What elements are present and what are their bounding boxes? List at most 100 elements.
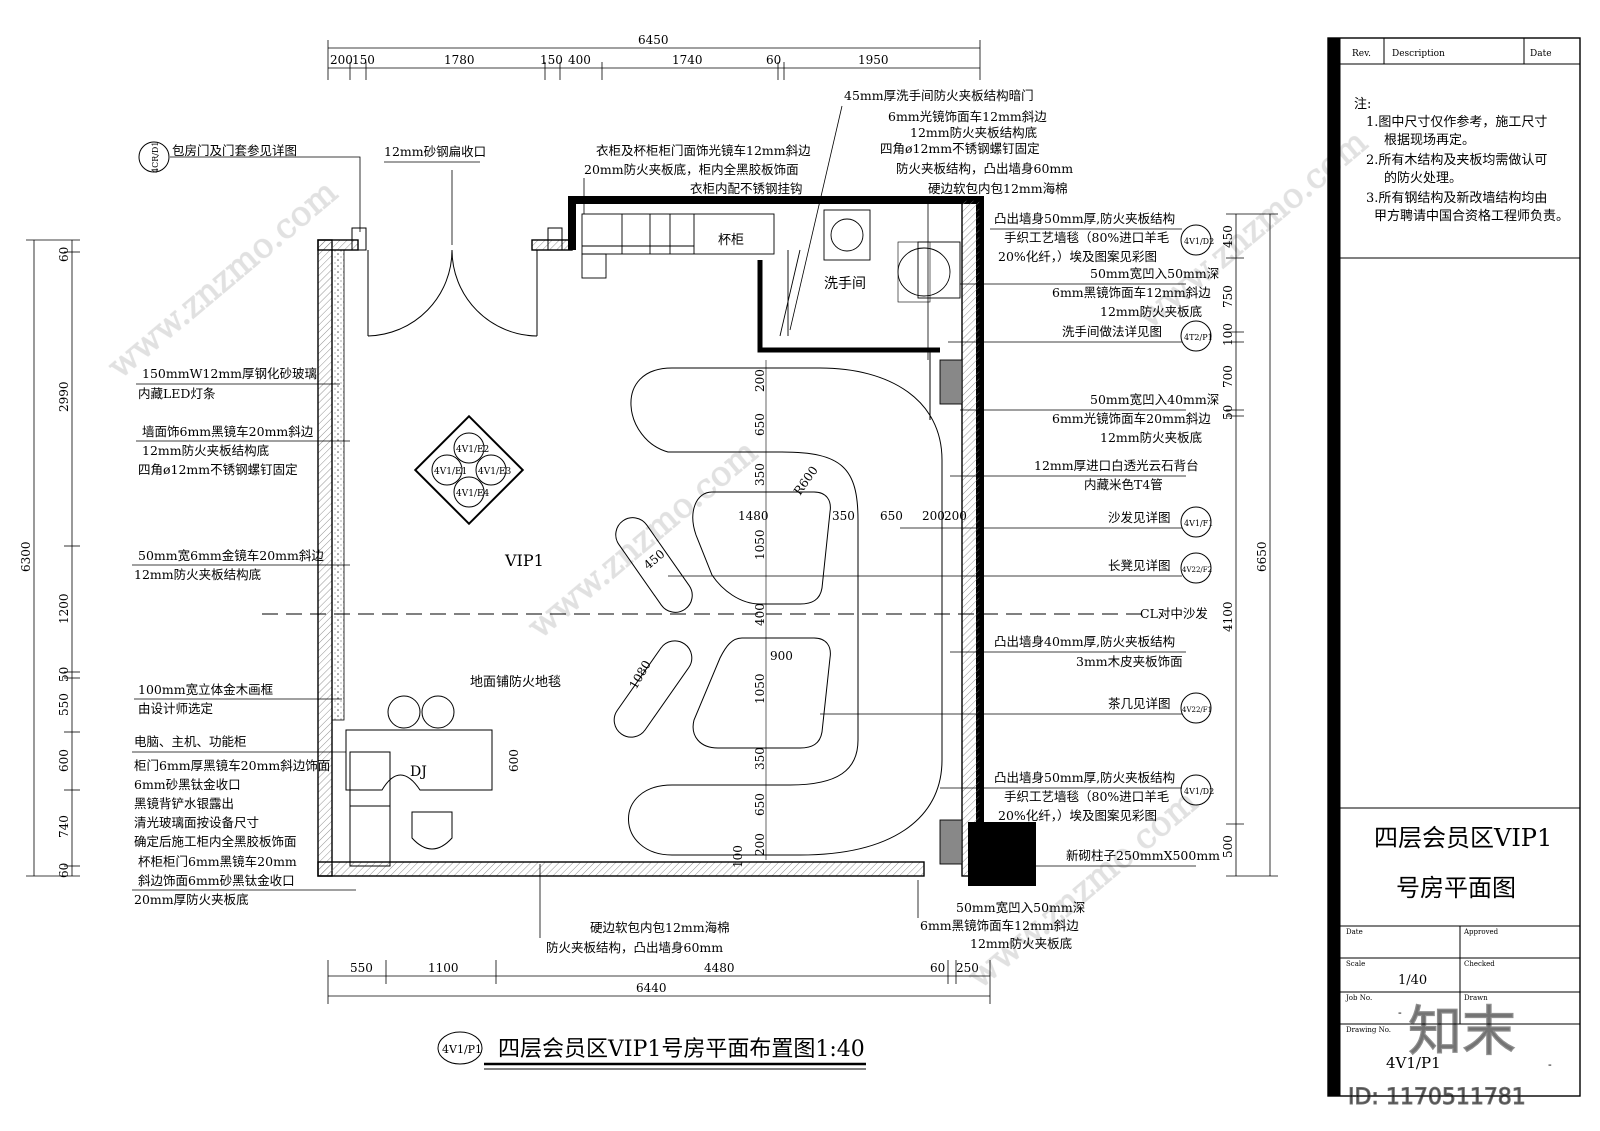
entrance-door bbox=[351, 170, 563, 337]
right-annotations: 凸出墙身50mm厚,防火夹板结构 手织工艺墙毯（80%进口羊毛 20%化纤，）埃… bbox=[668, 211, 1220, 867]
annotation-text: 6650 bbox=[1255, 541, 1269, 572]
watermark-site: www.znzmo.com bbox=[520, 432, 765, 647]
annotation-text: 12mm防火夹板结构底 bbox=[142, 443, 269, 458]
annotation-text: 200 bbox=[922, 509, 945, 523]
annotation-text: 内藏LED灯条 bbox=[138, 386, 216, 401]
annotation-text: 凸出墙身50mm厚,防火夹板结构 bbox=[994, 770, 1175, 785]
annotation-text: 新砌柱子250mmX500mm bbox=[1066, 848, 1220, 863]
annotation-text: 450 bbox=[1221, 225, 1235, 248]
annotation-text: 50mm宽6mm金镜车20mm斜边 bbox=[138, 548, 324, 563]
annotation-text: 1200 bbox=[57, 593, 71, 624]
annotation-text: 650 bbox=[753, 413, 767, 436]
date-label: Date bbox=[1346, 928, 1363, 936]
annotation-text: 50mm宽凹入50mm深 bbox=[956, 900, 1085, 915]
approved-label: Approved bbox=[1463, 928, 1499, 936]
annotation-text: 550 bbox=[57, 693, 71, 716]
annotation-text: 150 bbox=[352, 53, 375, 67]
walls bbox=[317, 196, 984, 877]
annotation-text: 12mm防火夹板底 bbox=[970, 936, 1072, 951]
washroom-label: 洗手间 bbox=[824, 276, 866, 292]
annotation-text: 50 bbox=[57, 667, 71, 682]
annotation-text: 550 bbox=[350, 961, 373, 975]
annotation-text: 4480 bbox=[704, 961, 735, 975]
annotation-text: 1780 bbox=[444, 53, 475, 67]
annotation-text: 4V22/F2 bbox=[1182, 566, 1212, 574]
annotation-text: 650 bbox=[880, 509, 903, 523]
watermark-id: ID: 1170511781 bbox=[1348, 1085, 1526, 1110]
annotation-text: 墙面饰6mm黑镜车20mm斜边 bbox=[142, 424, 314, 439]
annotation-text: 50mm宽凹入40mm深 bbox=[1090, 392, 1219, 407]
annotation-text: 手织工艺墙毯（80%进口羊毛 bbox=[1004, 789, 1170, 804]
annotation-text: 12mm防火夹板结构底 bbox=[910, 125, 1037, 140]
annotation-text: 3.所有钢结构及新改墙结构均由 bbox=[1366, 190, 1547, 206]
elevation-tag: 4V1/E3 bbox=[478, 467, 512, 477]
annotation-text: 4V22/F1 bbox=[1182, 706, 1212, 714]
annotation-text: 2.所有木结构及夹板均需做认可 bbox=[1366, 153, 1547, 168]
annotation-text: 100mm宽立体金木画框 bbox=[138, 682, 274, 697]
elevation-marker: 4V1/E2 4V1/E1 4V1/E3 4V1/E4 bbox=[413, 414, 525, 526]
annotation-text: 凸出墙身50mm厚,防火夹板结构 bbox=[994, 211, 1175, 226]
annotation-text: 防火夹板结构，凸出墙身60mm bbox=[546, 940, 723, 955]
annotation-text: 60 bbox=[930, 961, 945, 975]
annotation-text: 衣柜内配不锈钢挂钩 bbox=[690, 181, 803, 196]
annotation-text: 12mm防火夹板结构底 bbox=[134, 567, 261, 582]
annotation-text: 4V1/D2 bbox=[1184, 787, 1214, 796]
new-column bbox=[968, 822, 1036, 886]
annotation-text: 600 bbox=[507, 749, 521, 772]
annotation-text: 60 bbox=[766, 53, 781, 67]
annotation-text: 四角ø12mm不锈钢螺钉固定 bbox=[138, 462, 298, 477]
annotation-text: 150mmW12mm厚钢化砂玻璃 bbox=[142, 366, 317, 381]
drawn-label: Drawn bbox=[1464, 994, 1488, 1002]
sofa bbox=[613, 360, 943, 860]
annotation-text: 6300 bbox=[19, 541, 33, 572]
annotation-text: 12mm砂钢扁收口 bbox=[384, 144, 486, 159]
annotation-text: 100 bbox=[1221, 323, 1235, 346]
annotation-text: 650 bbox=[753, 793, 767, 816]
annotation-text: 1740 bbox=[672, 53, 703, 67]
annotation-text: 柜门6mm厚黑镜车20mm斜边饰面 bbox=[134, 758, 330, 773]
scale-label: Scale bbox=[1346, 960, 1365, 968]
drawing-title-tag: 4V1/P1 bbox=[442, 1043, 482, 1056]
annotation-text: 100 bbox=[731, 845, 745, 868]
annotation-text: 1050 bbox=[753, 529, 767, 560]
annotation-text: 4V1/D2 bbox=[1184, 237, 1214, 246]
description-header: Description bbox=[1392, 49, 1445, 59]
annotation-text: 6450 bbox=[638, 33, 669, 47]
dj-console: DJ bbox=[345, 695, 493, 867]
annotation-text: 60 bbox=[57, 247, 71, 262]
annotation-text: 12mm厚进口白透光云石背台 bbox=[1034, 458, 1199, 473]
annotation-text: 内藏米色T4管 bbox=[1084, 477, 1163, 492]
washroom: 洗手间 bbox=[779, 209, 963, 865]
annotation-text: 6mm黑镜饰面车12mm斜边 bbox=[1052, 285, 1211, 300]
annotation-text: 6mm光镜饰面车12mm斜边 bbox=[888, 109, 1047, 124]
elevation-tag: 4V1/E2 bbox=[456, 445, 489, 455]
annotation-text: 斜边饰面6mm砂黑钛金收口 bbox=[138, 873, 295, 888]
annotation-text: 4100 bbox=[1221, 601, 1235, 632]
annotation-text: 400 bbox=[568, 53, 591, 67]
annotation-text: 茶几见详图 bbox=[1108, 696, 1171, 711]
annotation-text: 350 bbox=[753, 463, 767, 486]
annotation-text: 1.图中尺寸仅作参考，施工尺寸 bbox=[1366, 114, 1547, 130]
annotation-text: 4T2/P1 bbox=[1184, 333, 1213, 342]
annotation-text: 6440 bbox=[636, 981, 667, 995]
annotation-text: 750 bbox=[1221, 285, 1235, 308]
annotation-text: 350 bbox=[753, 747, 767, 770]
annotation-text: 200 bbox=[944, 509, 967, 523]
annotation-text: 洗手间做法详见图 bbox=[1062, 324, 1162, 339]
bottom-dimension-chain: 550 1100 4480 60 250 6440 bbox=[327, 960, 991, 1004]
drawingno-label: Drawing No. bbox=[1346, 1026, 1391, 1034]
drawingno-value: 4V1/P1 bbox=[1386, 1054, 1441, 1072]
room-label-vip1: VIP1 bbox=[504, 551, 544, 570]
date-header: Date bbox=[1530, 49, 1552, 59]
annotation-text: 60 bbox=[57, 863, 71, 878]
dj-label: DJ bbox=[410, 764, 427, 780]
rev-value: - bbox=[1548, 1058, 1552, 1071]
annotation-text: 沙发见详图 bbox=[1108, 510, 1171, 525]
watermark-logo-text: 知末 bbox=[1408, 1000, 1516, 1063]
annotation-text: 20mm厚防火夹板底 bbox=[134, 892, 249, 907]
watermark-site: www.znzmo.com bbox=[100, 172, 345, 387]
annotation-text: 6mm砂黑钛金收口 bbox=[134, 777, 241, 792]
annotation-text: 2990 bbox=[57, 381, 71, 412]
center-line-label: CL对中沙发 bbox=[1140, 606, 1208, 621]
annotation-text: 4CR/D1 bbox=[151, 142, 160, 173]
